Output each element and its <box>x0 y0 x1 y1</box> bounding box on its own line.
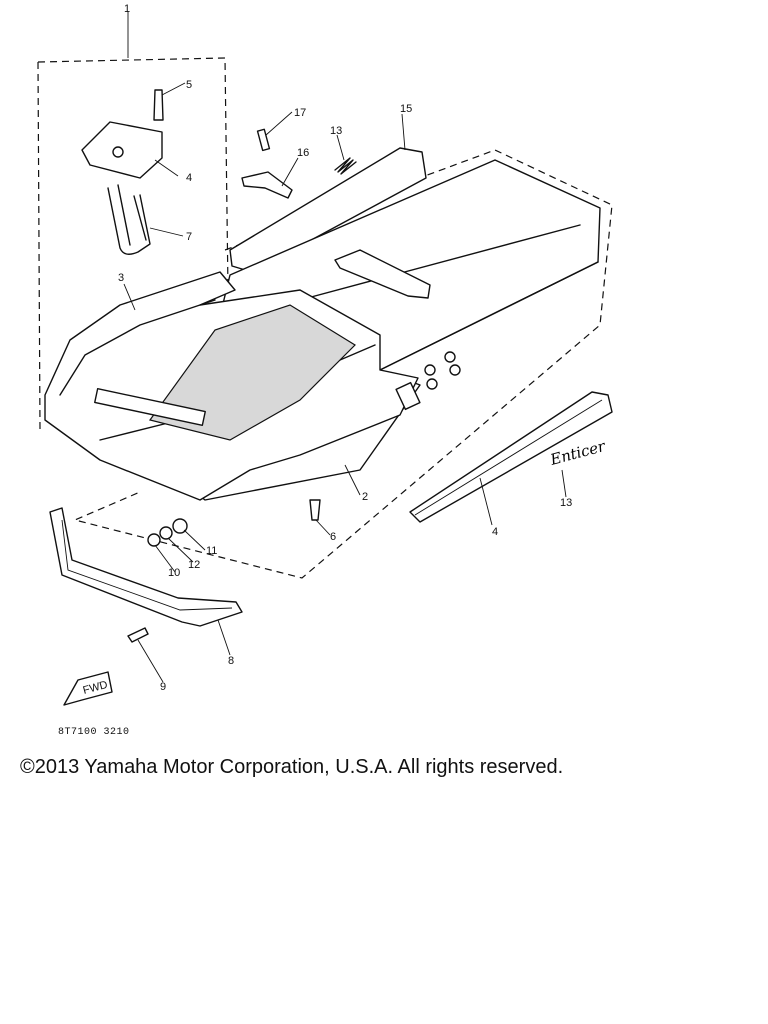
reflector <box>395 381 421 411</box>
callout-8: 8 <box>228 655 234 667</box>
rear-bumper <box>49 507 243 627</box>
washer-12 <box>159 526 173 540</box>
tunnel-side <box>299 224 599 371</box>
callout-9: 9 <box>160 681 166 693</box>
seat-pad <box>229 147 427 273</box>
side-trim-line <box>414 399 603 516</box>
hinge-plate-hole <box>112 146 124 158</box>
tunnel-hole <box>424 364 436 376</box>
callout-15: 15 <box>400 103 412 115</box>
callout-6: 6 <box>330 531 336 543</box>
rear-bumper-edge <box>61 519 233 611</box>
callout-12: 12 <box>188 559 200 571</box>
diagram-part-number: 8T7100 3210 <box>58 727 130 738</box>
callout-17: 17 <box>294 107 306 119</box>
callout-13: 13 <box>330 125 342 137</box>
callout-7: 7 <box>186 231 192 243</box>
callout-1: 1 <box>124 3 130 15</box>
callout-4: 4 <box>492 526 498 538</box>
spring <box>334 157 357 175</box>
tunnel-hole <box>444 351 456 363</box>
callout-2: 2 <box>362 491 368 503</box>
rivet-6 <box>309 499 321 521</box>
callout-10: 10 <box>168 567 180 579</box>
callout-16: 16 <box>297 147 309 159</box>
hinge-bracket <box>334 249 431 299</box>
fwd-arrow-icon: FWD <box>63 671 113 706</box>
callout-13: 13 <box>560 497 572 509</box>
copyright-notice: ©2013 Yamaha Motor Corporation, U.S.A. A… <box>20 756 564 778</box>
nut-11 <box>172 518 188 534</box>
callout-11: 11 <box>206 545 217 557</box>
bolt-5 <box>153 89 164 121</box>
u-bolt <box>107 184 151 255</box>
callout-4: 4 <box>186 172 192 184</box>
latch <box>241 171 293 199</box>
nut-10 <box>147 533 161 547</box>
callout-5: 5 <box>186 79 192 91</box>
callout-3: 3 <box>118 272 124 284</box>
screw-17 <box>256 128 271 152</box>
exploded-parts-diagram: FWD Enticer 1 5 4 7 3 17 16 13 15 2 6 4 … <box>37 3 613 706</box>
tunnel-hole <box>449 364 461 376</box>
bolt-9 <box>127 627 149 643</box>
assembly-1-boundary <box>37 57 229 431</box>
crossbar <box>94 388 206 426</box>
tunnel-hole <box>426 378 438 390</box>
leader-lines <box>123 82 567 683</box>
seat-shell-cavity <box>148 304 356 441</box>
